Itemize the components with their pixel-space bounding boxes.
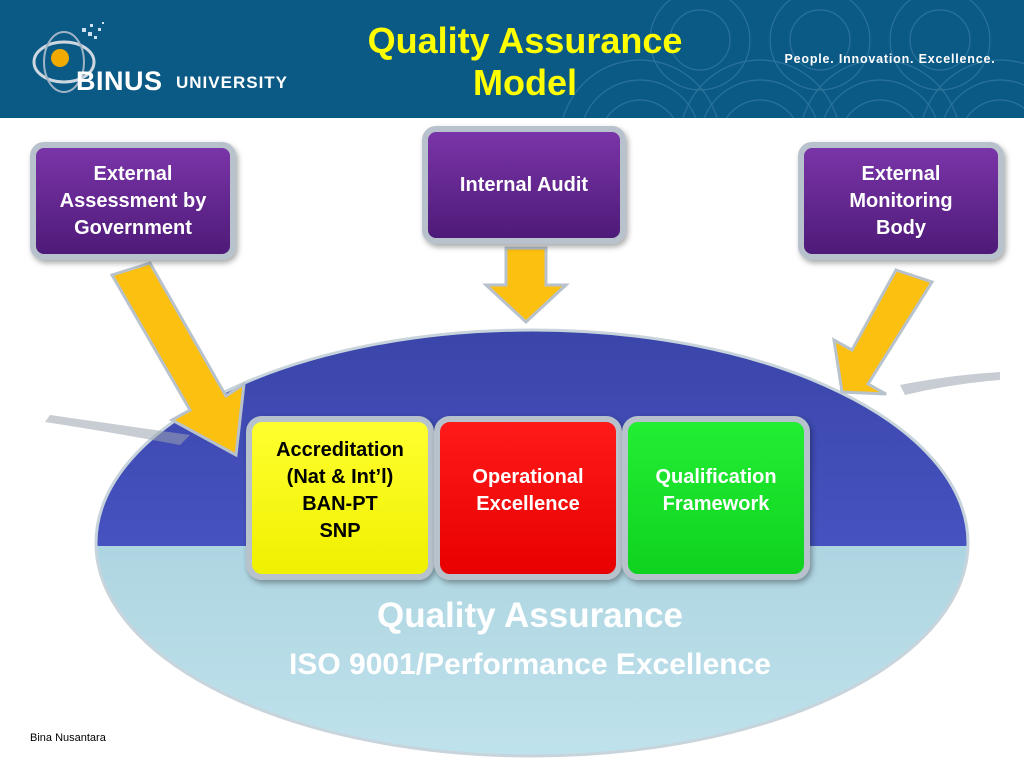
external-assessment-box: External Assessment by Government (30, 142, 236, 260)
external-assessment-line3: Government (74, 216, 192, 239)
external-assessment-line2: Assessment by (59, 189, 207, 212)
accreditation-line4: SNP (319, 520, 361, 542)
header-wave-pattern (562, 0, 1024, 118)
footer-text: Bina Nusantara (30, 732, 106, 744)
operational-excellence-box: Operational Excellence (434, 416, 622, 580)
accreditation-box: Accreditation (Nat & Int’l) BAN-PT SNP (246, 416, 434, 580)
slide-title-line2: Model (473, 62, 577, 103)
internal-audit-box: Internal Audit (422, 126, 626, 244)
external-monitoring-line3: Body (876, 216, 926, 239)
slide-header: BINUS UNIVERSITY Quality Assurance Model… (0, 0, 1024, 118)
accreditation-line2: (Nat & Int’l) (286, 466, 394, 488)
arrow-right-icon (832, 268, 935, 396)
external-monitoring-line2: Monitoring (849, 189, 953, 212)
qualification-line1: Qualification (655, 466, 777, 488)
operational-line2: Excellence (476, 493, 580, 515)
qualification-framework-box: Qualification Framework (622, 416, 810, 580)
external-monitoring-box: External Monitoring Body (798, 142, 1004, 260)
operational-line1: Operational (472, 466, 584, 488)
arrow-down-icon (482, 246, 570, 325)
logo-wordmark: BINUS (76, 66, 163, 96)
slide-title: Quality Assurance Model (300, 20, 750, 104)
external-assessment-line1: External (93, 162, 173, 185)
header-tagline: People. Innovation. Excellence. (784, 52, 996, 66)
arrow-left-icon (109, 261, 246, 458)
binus-logo (32, 22, 104, 93)
arrow-shadow-left (45, 415, 190, 445)
accreditation-line1: Accreditation (276, 439, 404, 461)
logo-university-label: UNIVERSITY (176, 73, 289, 92)
quality-assurance-label: Quality Assurance (376, 596, 684, 635)
accreditation-line3: BAN-PT (302, 493, 378, 515)
external-monitoring-line1: External (861, 162, 941, 185)
qualification-line2: Framework (662, 493, 770, 515)
internal-audit-label: Internal Audit (459, 173, 589, 196)
slide-title-line1: Quality Assurance (367, 20, 683, 61)
iso-performance-label: ISO 9001/Performance Excellence (289, 648, 771, 681)
arrow-shadow-right (900, 372, 1000, 395)
